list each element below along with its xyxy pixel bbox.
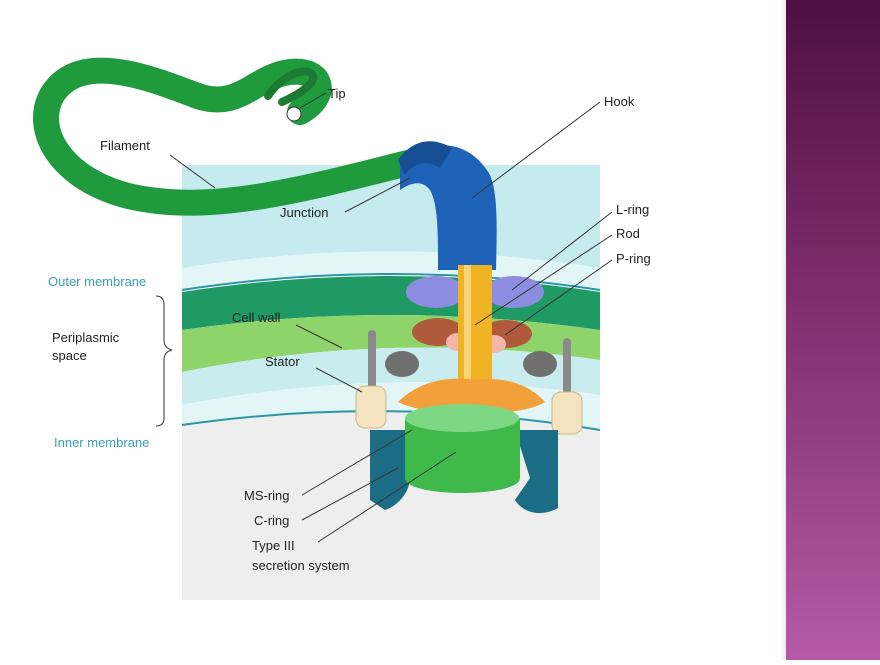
label-rod: Rod [616,226,640,241]
labels: Tip Hook Filament Junction L-ring Rod P-… [48,86,651,573]
ms-ring-top [405,404,519,432]
cell-envelope [181,165,601,600]
label-tip: Tip [328,86,346,101]
label-type3-line2: secretion system [252,558,350,573]
flagellum-diagram: Tip Hook Filament Junction L-ring Rod P-… [33,57,651,600]
leader-rod [474,234,613,326]
periplasm-band [182,347,600,405]
junction-collar [398,141,452,175]
c-ring-shape [370,430,558,514]
label-periplasmic-line1: Periplasmic [52,330,120,345]
label-c-ring: C-ring [254,513,289,528]
rod-highlight [464,265,471,405]
l-ring [406,276,544,308]
l-ring-left [406,276,466,308]
label-hook: Hook [604,94,635,109]
stator-gray [385,351,557,377]
periplasmic-brace [155,295,173,427]
stator-pin-left [368,330,376,390]
label-periplasmic-line2: space [52,348,87,363]
c-ring-left [370,430,410,510]
outer-membrane-edge [181,273,601,291]
leader-cell-wall [295,324,343,349]
label-cell-wall: Cell wall [232,310,281,325]
l-ring-right [484,276,544,308]
c-ring-right [515,430,558,514]
stator-left [355,385,387,429]
leader-junction [344,177,411,213]
stator-gray-right [523,351,557,377]
label-outer-membrane: Outer membrane [48,274,146,289]
stator-right [551,391,583,435]
leader-p-ring [504,259,613,336]
leader-filament [169,154,216,189]
hook-shape [400,145,497,270]
sidebar-edge [780,0,786,660]
stator-pin-right [563,338,571,398]
inner-membrane-edge [181,410,601,431]
label-l-ring: L-ring [616,202,649,217]
filament-tip-loop [264,67,318,106]
filament-shape [33,57,433,216]
ms-ring-body [405,418,520,493]
tip-marker [286,106,302,122]
label-inner-membrane: Inner membrane [54,435,149,450]
label-p-ring: P-ring [616,251,651,266]
leader-hook [471,101,601,199]
leader-lines [155,92,613,543]
label-type3-line1: Type III [252,538,295,553]
ms-ring-shape [405,404,520,493]
stator-shapes [355,330,583,435]
leader-ms-ring [301,429,413,496]
rotor-disc [398,378,545,414]
leader-l-ring [511,211,613,291]
label-junction: Junction [280,205,328,220]
slide-decoration-sidebar [786,0,880,660]
leader-tip [299,92,327,109]
label-ms-ring: MS-ring [244,488,290,503]
leader-c-ring [301,467,399,521]
stator-gray-left [385,351,419,377]
label-filament: Filament [100,138,150,153]
leader-type3 [317,451,457,543]
label-stator: Stator [265,354,300,369]
leader-stator [315,367,363,393]
